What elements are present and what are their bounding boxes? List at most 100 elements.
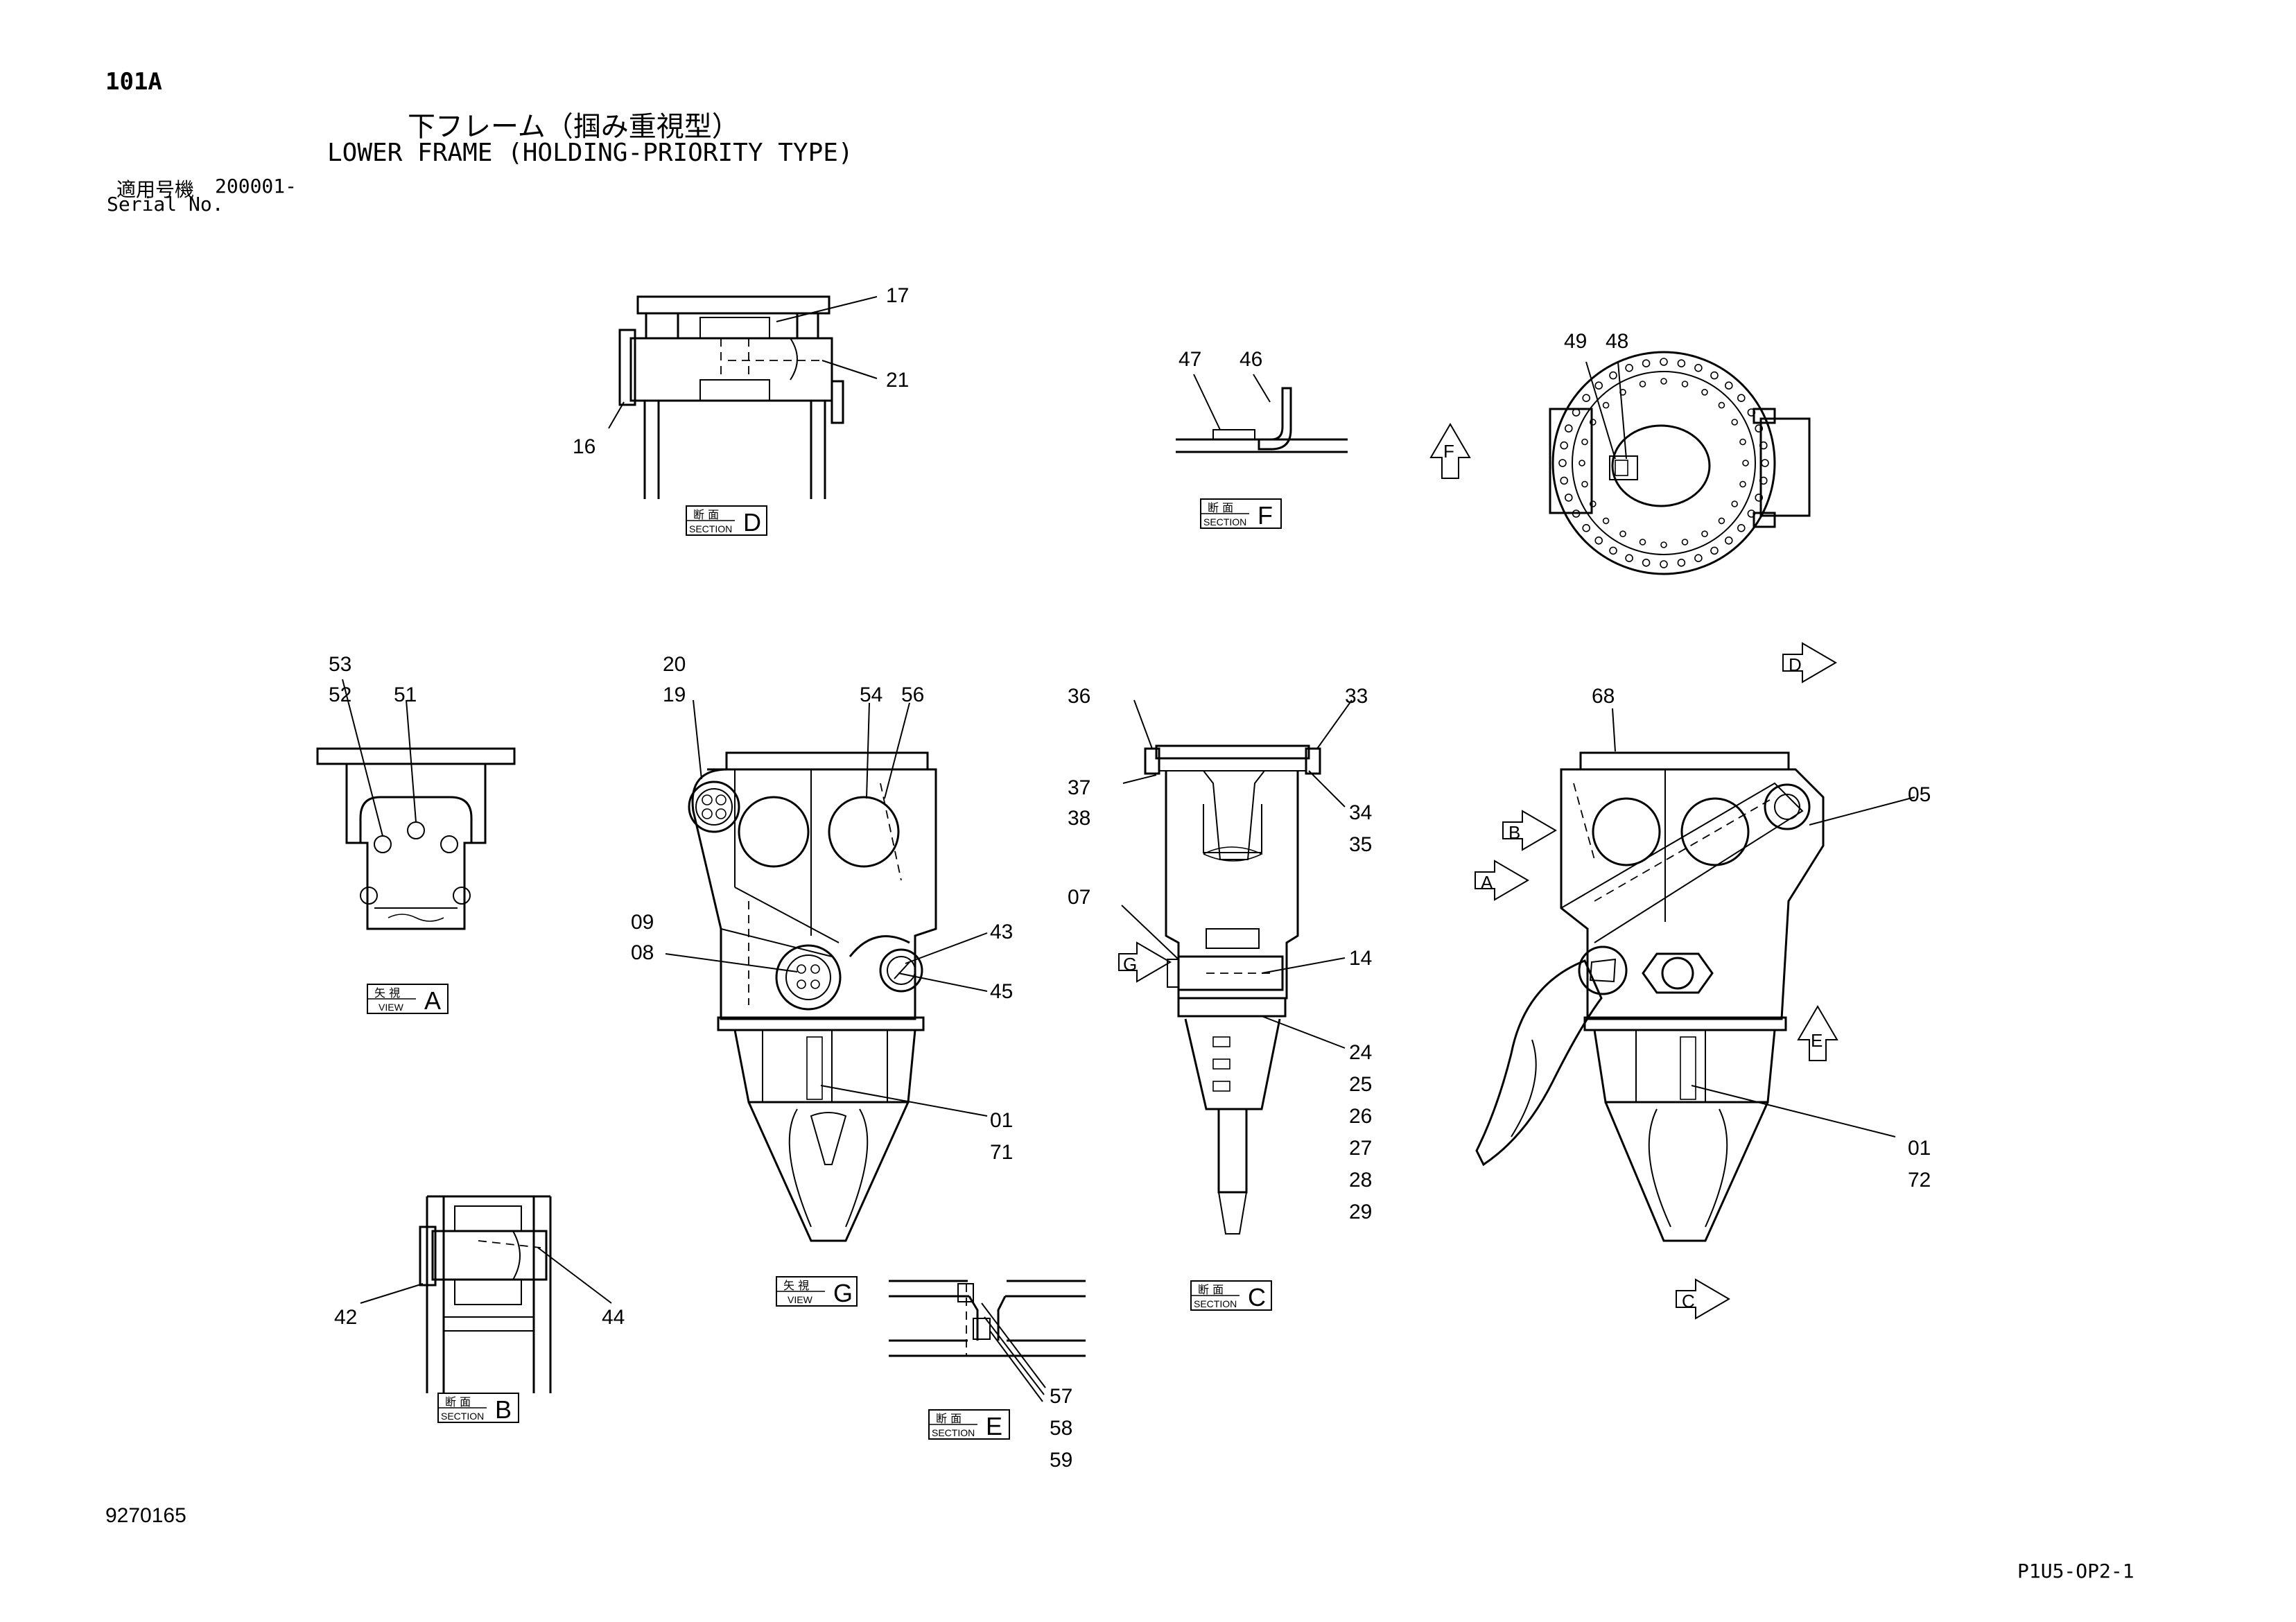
section-d-detail bbox=[608, 295, 878, 499]
view-arrow-b: B bbox=[1502, 810, 1557, 851]
svg-text:断 面: 断 面 bbox=[445, 1395, 471, 1409]
svg-text:G: G bbox=[1123, 954, 1137, 975]
callout-14: 14 bbox=[1349, 947, 1372, 970]
callout-47: 47 bbox=[1179, 348, 1201, 371]
front-view-main bbox=[665, 699, 988, 1242]
view-arrow-c: C bbox=[1676, 1278, 1730, 1320]
svg-text:B: B bbox=[1508, 822, 1520, 843]
callout-09: 09 bbox=[631, 911, 654, 934]
callout-27: 27 bbox=[1349, 1137, 1372, 1160]
view-g-tag: 矢 視 VIEW G bbox=[776, 1276, 858, 1307]
callout-35: 35 bbox=[1349, 833, 1372, 856]
svg-text:断 面: 断 面 bbox=[936, 1412, 962, 1425]
callout-36: 36 bbox=[1068, 685, 1090, 708]
svg-text:断 面: 断 面 bbox=[1208, 501, 1233, 514]
callout-21: 21 bbox=[886, 369, 909, 392]
section-c-tag: 断 面 SECTION C bbox=[1190, 1280, 1272, 1311]
svg-text:矢 視: 矢 視 bbox=[374, 986, 400, 1000]
callout-08: 08 bbox=[631, 941, 654, 964]
serial-label-english: Serial No. bbox=[107, 193, 224, 216]
svg-text:矢 視: 矢 視 bbox=[783, 1279, 809, 1292]
callout-53: 53 bbox=[329, 653, 351, 676]
view-a-tag: 矢 視 VIEW A bbox=[367, 984, 449, 1015]
top-view-turntable bbox=[1549, 351, 1811, 575]
section-f-tag: 断 面 SECTION F bbox=[1200, 498, 1282, 530]
callout-38: 38 bbox=[1068, 807, 1090, 830]
svg-text:VIEW: VIEW bbox=[788, 1294, 813, 1305]
svg-text:SECTION: SECTION bbox=[1203, 516, 1246, 527]
section-f-detail bbox=[1176, 374, 1348, 453]
svg-text:VIEW: VIEW bbox=[379, 1002, 404, 1013]
callout-28: 28 bbox=[1349, 1169, 1372, 1192]
svg-text:断 面: 断 面 bbox=[1198, 1283, 1224, 1296]
sheet-code: P1U5-OP2-1 bbox=[2017, 1560, 2134, 1582]
svg-text:断 面: 断 面 bbox=[693, 508, 719, 521]
callout-56: 56 bbox=[901, 683, 924, 706]
serial-value: 200001- bbox=[215, 175, 297, 198]
callout-34: 34 bbox=[1349, 801, 1372, 824]
rear-view-open-jaw bbox=[1475, 708, 1915, 1242]
section-b-tag: 断 面 SECTION B bbox=[437, 1393, 519, 1424]
callout-37: 37 bbox=[1068, 776, 1090, 799]
callout-57: 57 bbox=[1050, 1385, 1072, 1408]
section-e-detail bbox=[889, 1280, 1086, 1402]
drawing-number: 9270165 bbox=[105, 1504, 186, 1527]
view-arrow-g: G bbox=[1118, 941, 1172, 983]
callout-51: 51 bbox=[394, 683, 417, 706]
callout-19: 19 bbox=[663, 683, 686, 706]
callout-68: 68 bbox=[1592, 685, 1615, 708]
callout-25: 25 bbox=[1349, 1073, 1372, 1096]
svg-text:B: B bbox=[495, 1395, 512, 1424]
section-e-tag: 断 面 SECTION E bbox=[928, 1409, 1010, 1440]
section-d-tag: 断 面 SECTION D bbox=[686, 505, 767, 537]
title-english: LOWER FRAME (HOLDING-PRIORITY TYPE) bbox=[327, 139, 853, 167]
callout-17: 17 bbox=[886, 284, 909, 307]
callout-01-front: 01 bbox=[990, 1109, 1013, 1132]
callout-29: 29 bbox=[1349, 1201, 1372, 1223]
svg-text:C: C bbox=[1682, 1291, 1695, 1311]
title-japanese: 下フレーム（掴み重視型） bbox=[408, 111, 740, 143]
view-arrow-a: A bbox=[1475, 860, 1529, 901]
view-arrow-e: E bbox=[1797, 1005, 1838, 1061]
view-a-detail bbox=[316, 679, 516, 930]
callout-48: 48 bbox=[1606, 330, 1628, 353]
svg-text:SECTION: SECTION bbox=[1194, 1298, 1237, 1309]
svg-text:D: D bbox=[1789, 654, 1802, 675]
callout-33: 33 bbox=[1345, 685, 1368, 708]
page-code: 101A bbox=[105, 68, 162, 96]
callout-59: 59 bbox=[1050, 1449, 1072, 1472]
view-arrow-d: D bbox=[1782, 642, 1837, 683]
callout-26: 26 bbox=[1349, 1105, 1372, 1128]
callout-24: 24 bbox=[1349, 1041, 1372, 1064]
svg-text:F: F bbox=[1258, 501, 1273, 530]
svg-text:A: A bbox=[1481, 872, 1493, 893]
callout-01-rear: 01 bbox=[1908, 1137, 1931, 1160]
callout-16: 16 bbox=[573, 435, 595, 458]
svg-text:G: G bbox=[833, 1279, 853, 1307]
callout-72: 72 bbox=[1908, 1169, 1931, 1192]
svg-text:C: C bbox=[1248, 1283, 1266, 1311]
callout-52: 52 bbox=[329, 683, 351, 706]
svg-text:SECTION: SECTION bbox=[689, 523, 732, 534]
callout-20: 20 bbox=[663, 653, 686, 676]
serial-label-japanese: 適用号機 bbox=[116, 178, 195, 201]
callout-43: 43 bbox=[990, 921, 1013, 943]
svg-text:E: E bbox=[1811, 1030, 1823, 1051]
callout-45: 45 bbox=[990, 980, 1013, 1003]
callout-54: 54 bbox=[860, 683, 882, 706]
callout-58: 58 bbox=[1050, 1417, 1072, 1440]
section-b-detail bbox=[360, 1195, 612, 1393]
callout-46: 46 bbox=[1240, 348, 1262, 371]
callout-49: 49 bbox=[1564, 330, 1587, 353]
callout-05: 05 bbox=[1908, 783, 1931, 806]
view-arrow-f: F bbox=[1429, 423, 1471, 479]
svg-text:E: E bbox=[986, 1412, 1002, 1440]
callout-71: 71 bbox=[990, 1141, 1013, 1164]
svg-text:D: D bbox=[743, 508, 761, 537]
svg-text:SECTION: SECTION bbox=[932, 1427, 975, 1438]
callout-44: 44 bbox=[602, 1306, 625, 1329]
svg-text:SECTION: SECTION bbox=[441, 1411, 484, 1422]
section-c-side-view bbox=[1121, 699, 1353, 1235]
svg-text:F: F bbox=[1443, 441, 1454, 462]
